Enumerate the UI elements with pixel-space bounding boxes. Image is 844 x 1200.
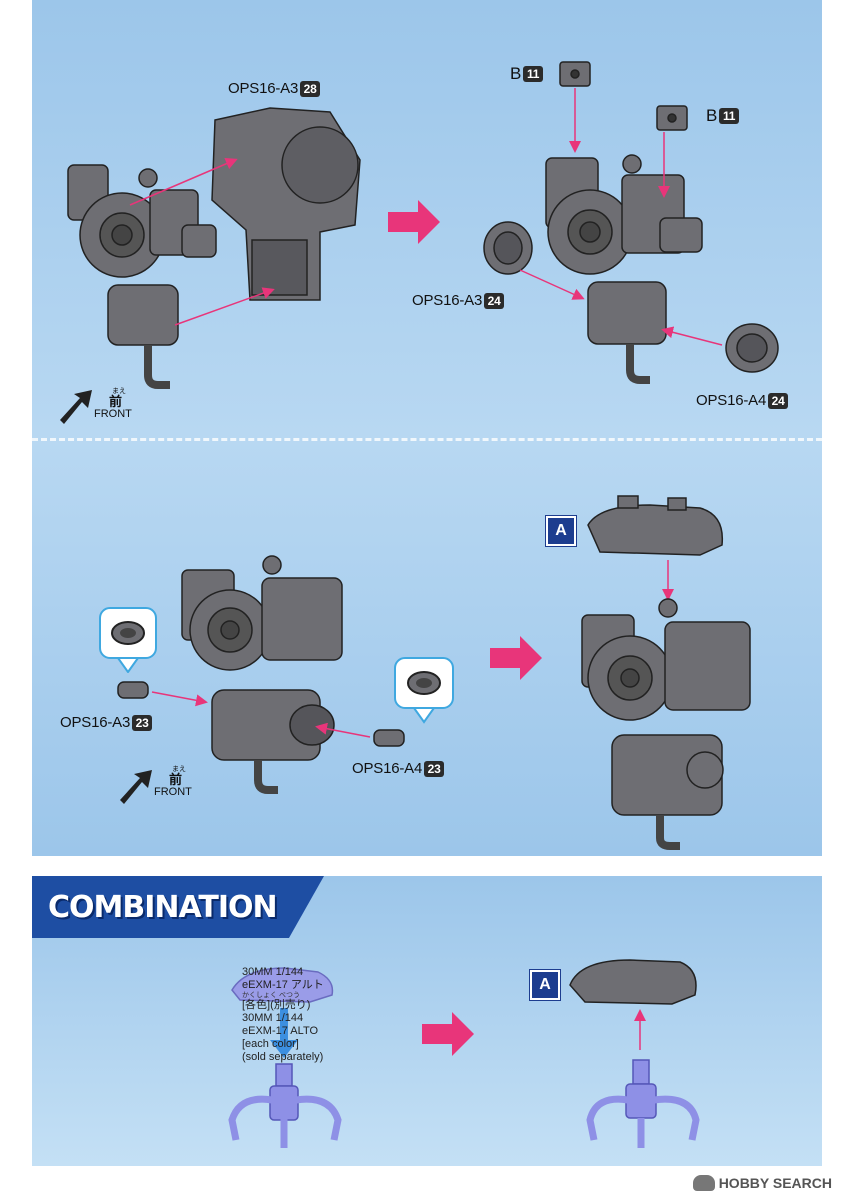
- hobby-search-logo-icon: [692, 1175, 715, 1191]
- peg-a4-23: [373, 729, 405, 747]
- front-arrow-icon-2: [120, 770, 152, 804]
- part-opsi6-a3-28-illustration: [211, 107, 361, 301]
- hip-unit-assembled: [545, 154, 703, 384]
- bubble-a3-23: [99, 607, 157, 673]
- step-arrow-3: [422, 1012, 474, 1056]
- dashed-divider: [32, 438, 822, 441]
- part-a-on-stand: [569, 959, 697, 1005]
- part-b11-a-illustration: [559, 61, 591, 87]
- step-arrow-1: [388, 200, 440, 244]
- combination-title: COMBINATION: [32, 876, 324, 938]
- hip-unit-final: [581, 598, 751, 850]
- stand-illustration-left: [228, 1063, 342, 1148]
- front-indicator-top: まえ 前 FRONT: [94, 388, 132, 420]
- front-indicator-mid: まえ 前 FRONT: [154, 766, 192, 798]
- bubble-a4-23: [394, 657, 454, 724]
- badge-a-bottom: A: [530, 970, 560, 1000]
- step-arrow-2: [490, 636, 542, 680]
- footer-brand: HOBBY SEARCH: [692, 1175, 832, 1191]
- stand-illustration-right: [586, 1059, 700, 1148]
- badge-a-mid: A: [546, 516, 576, 546]
- part-a-illustration: [587, 495, 724, 556]
- part-a4-24-illustration: [725, 323, 779, 373]
- front-arrow-icon: [60, 390, 92, 424]
- blue-down-arrow: [270, 1008, 298, 1058]
- hip-unit-illustration: [67, 164, 217, 389]
- part-b11-b-illustration: [656, 105, 688, 131]
- combination-description: 30MM 1/144 eEXM-17 アルト かくしょく べつう [各色](別売…: [242, 966, 324, 1063]
- alto-part-illustration: [231, 967, 334, 1003]
- part-a3-24-illustration: [483, 221, 533, 275]
- peg-a3-23: [117, 681, 149, 699]
- hip-unit-front-view: [181, 555, 343, 794]
